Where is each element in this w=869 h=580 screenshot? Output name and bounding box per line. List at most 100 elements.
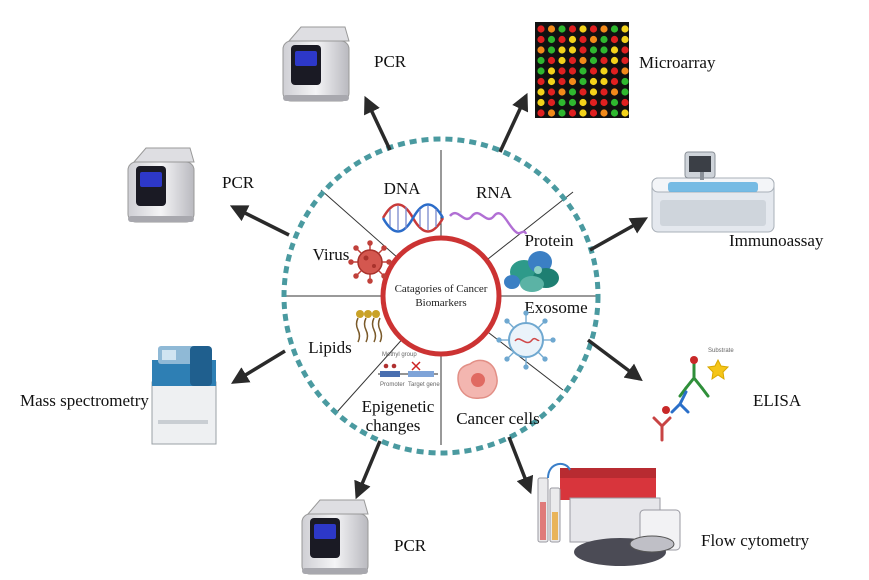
microarray-spot [568, 98, 577, 107]
microarray-spot [600, 35, 608, 44]
rna-strand-icon [449, 211, 528, 235]
promoter-text: Promoter [380, 382, 405, 388]
lipids-label: Lipids [308, 338, 351, 357]
arrow-pcr-left [229, 205, 290, 237]
microarray-spot [547, 77, 556, 86]
microarray-spot [610, 77, 619, 86]
pcr-left-label: PCR [222, 173, 255, 192]
immunoassay-label: Immunoassay [729, 231, 824, 250]
immunoassay-analyzer: Immunoassay [651, 151, 824, 250]
microarray-spot [558, 109, 566, 117]
arrow-pcr-top [364, 95, 392, 151]
microarray-spot [589, 88, 598, 96]
epigenetic-label-line2: changes [366, 416, 421, 435]
elisa: Substrate ELISA [652, 348, 802, 442]
microarray-spot [558, 98, 566, 107]
microarray-spot [621, 46, 629, 54]
pcr-bottom-label: PCR [394, 536, 427, 555]
microarray-spot [589, 46, 598, 54]
microarray-spot [600, 56, 608, 65]
microarray-spot [621, 35, 629, 44]
microarray-spot [547, 25, 556, 33]
arrow-flow-cytometry [507, 436, 534, 495]
protein-structure-icon [504, 251, 559, 292]
outer-dashed-ring [281, 136, 601, 456]
pcr-machine-left: PCR [127, 147, 255, 223]
microarray-spot [547, 109, 556, 117]
microarray-spot [579, 56, 587, 65]
microarray-spot [537, 67, 545, 75]
microarray-spot [600, 109, 608, 117]
microarray-spot [547, 35, 556, 44]
center-label-line2: Biomarkers [415, 297, 466, 309]
microarray-spot [610, 67, 619, 75]
microarray-spot [610, 109, 619, 117]
microarray-spot [537, 98, 545, 107]
microarray-spot [568, 77, 577, 86]
microarray-spot [568, 46, 577, 54]
segment-virus: Virus [313, 240, 392, 284]
microarray: Microarray [535, 22, 716, 118]
arrow-microarray [498, 92, 529, 153]
segment-cancer-cells: Cancer cells [456, 359, 540, 428]
microarray-spot [600, 98, 608, 107]
microarray-spot [568, 88, 577, 96]
rna-label: RNA [476, 183, 513, 202]
microarray-spot [568, 25, 577, 33]
microarray-spot [621, 67, 629, 75]
virus-label: Virus [313, 245, 350, 264]
microarray-spot [568, 35, 577, 44]
dna-helix-icon [381, 203, 445, 233]
microarray-spot [589, 67, 598, 75]
microarray-spot [558, 77, 566, 86]
flow-cytometer: Flow cytometry [537, 462, 810, 566]
virus-icon [348, 240, 392, 284]
microarray-spot [589, 25, 598, 33]
microarray-spot [558, 35, 566, 44]
elisa-label: ELISA [753, 391, 802, 410]
microarray-spot [547, 46, 556, 54]
microarray-spot [610, 56, 619, 65]
substrate-text: Substrate [708, 348, 734, 354]
microarray-spot [621, 88, 629, 96]
mass-spectrometry-label: Mass spectrometry [20, 391, 149, 410]
microarray-spot [579, 35, 587, 44]
microarray-spot [579, 25, 587, 33]
microarray-spot [589, 109, 598, 117]
microarray-spot [537, 25, 545, 33]
microarray-spot [621, 98, 629, 107]
microarray-spot [568, 56, 577, 65]
pcr-top-label: PCR [374, 52, 407, 71]
pcr-machine-bottom: PCR [301, 499, 427, 575]
arrow-immunoassay [589, 217, 649, 252]
microarray-spot [537, 56, 545, 65]
protein-label: Protein [524, 231, 574, 250]
microarray-spot [600, 46, 608, 54]
lipid-icon [355, 310, 383, 343]
segment-dna: DNA [381, 179, 445, 233]
exosome-icon [496, 310, 556, 370]
microarray-spot [579, 67, 587, 75]
microarray-spot [589, 56, 598, 65]
microarray-spot [579, 98, 587, 107]
microarray-spot [558, 46, 566, 54]
microarray-spot [537, 35, 545, 44]
exosome-label: Exosome [524, 298, 587, 317]
microarray-dots [537, 25, 629, 117]
pcr-machine-top: PCR [282, 26, 407, 102]
microarray-spot [579, 88, 587, 96]
microarray-spot [568, 109, 577, 117]
microarray-spot [589, 77, 598, 86]
microarray-spot [558, 67, 566, 75]
microarray-spot [610, 46, 619, 54]
microarray-spot [600, 25, 608, 33]
microarray-spot [568, 67, 577, 75]
microarray-spot [589, 35, 598, 44]
antibody-sandwich-icon [652, 356, 710, 442]
center-label-line1: Catagories of Cancer [395, 283, 488, 295]
microarray-spot [610, 35, 619, 44]
microarray-spot [537, 77, 545, 86]
methyl-group-text: Methyl group [382, 352, 417, 358]
microarray-spot [621, 77, 629, 86]
